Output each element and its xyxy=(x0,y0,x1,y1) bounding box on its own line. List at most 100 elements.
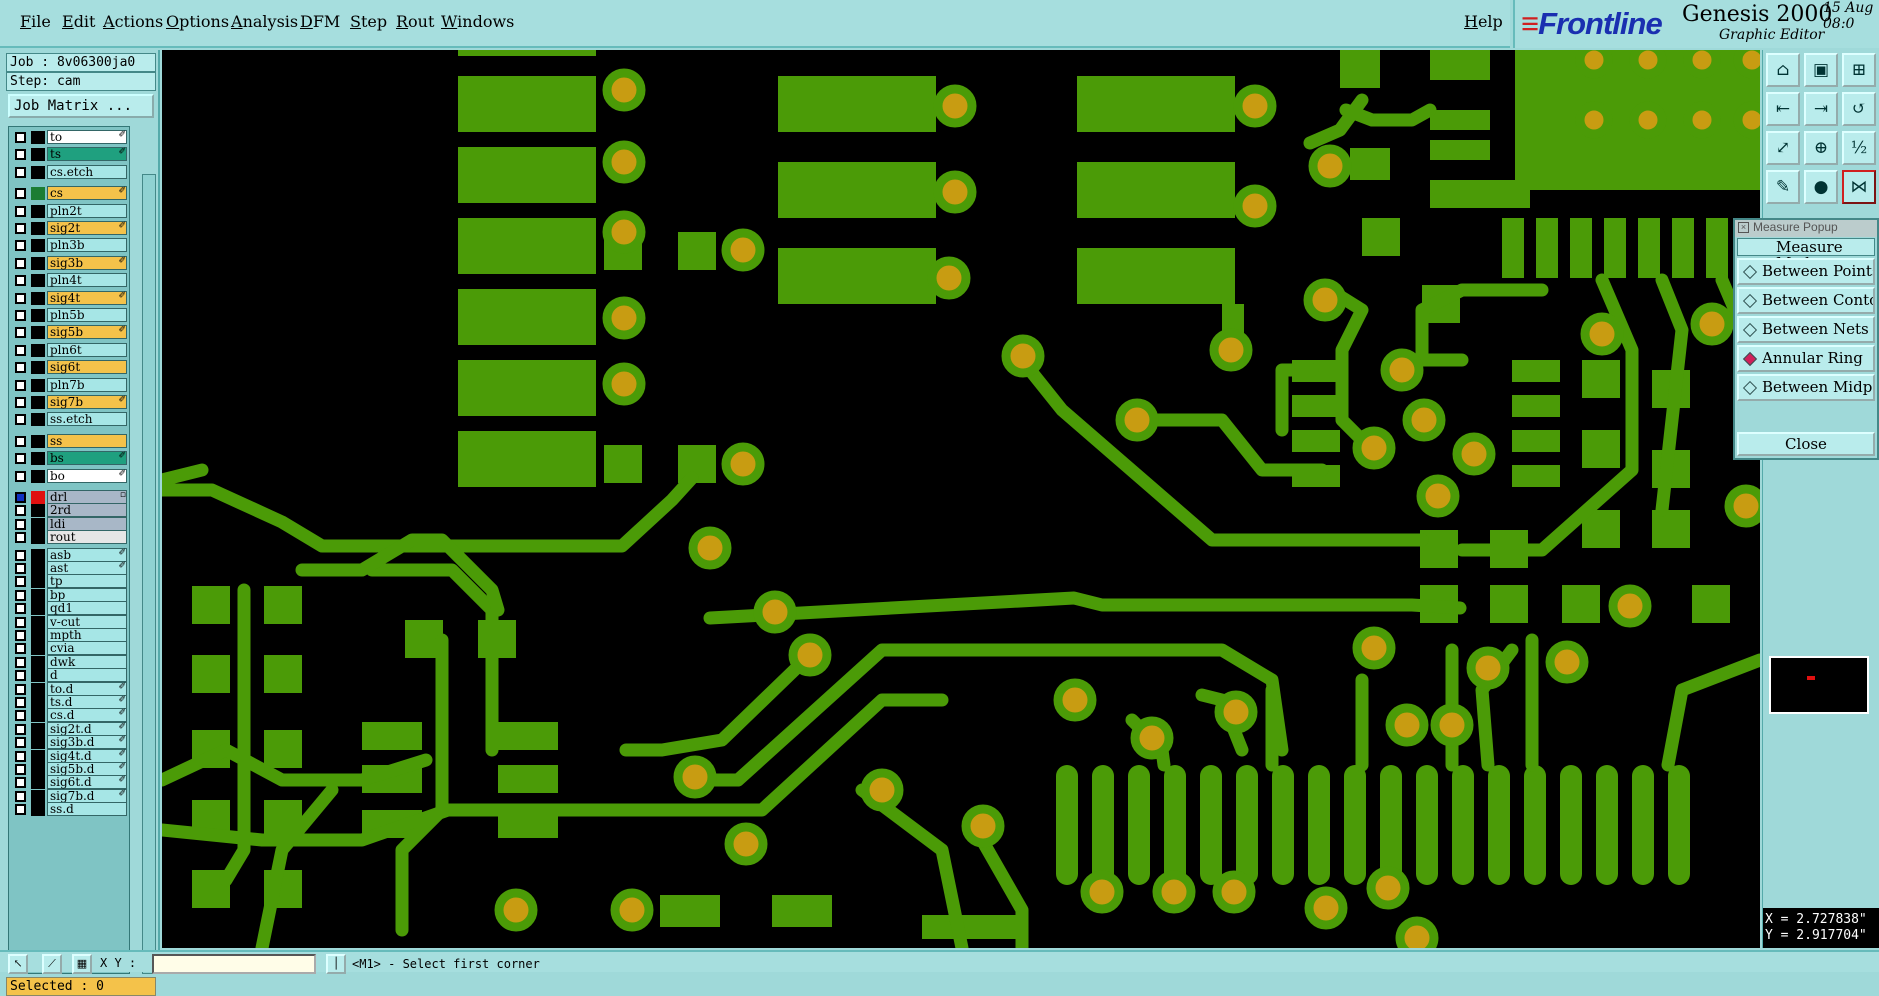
layer-name[interactable]: sig3b.d xyxy=(47,735,127,750)
pan-right-icon[interactable]: ⇥ xyxy=(1804,92,1838,126)
layer-name[interactable]: ss.etch xyxy=(47,412,127,427)
layer-name[interactable]: sig5b.d xyxy=(47,762,127,776)
layer-name[interactable]: sig2t xyxy=(47,221,127,235)
layer-checkbox[interactable] xyxy=(15,275,26,287)
layer-checkbox[interactable] xyxy=(15,205,26,217)
layer-checkbox[interactable] xyxy=(15,240,26,252)
zoom-home-icon[interactable]: ⌂ xyxy=(1766,53,1800,87)
layer-row-qd1[interactable]: qd1 xyxy=(11,601,129,616)
layer-row-sig2t.d[interactable]: sig2t.d✐ xyxy=(11,721,129,736)
layer-row-to[interactable]: to✐ xyxy=(11,130,129,144)
xy-input[interactable] xyxy=(152,954,316,974)
option-between-contours[interactable]: Between Contours xyxy=(1737,287,1875,314)
layer-name[interactable]: cs.etch xyxy=(47,164,127,179)
layer-checkbox[interactable] xyxy=(15,344,26,356)
layer-row-ss.d[interactable]: ss.d xyxy=(11,802,129,817)
layer-row-d[interactable]: d xyxy=(11,668,129,683)
layer-name[interactable]: 2rd xyxy=(47,503,127,518)
layer-row-sig3b.d[interactable]: sig3b.d✐ xyxy=(11,735,129,750)
layer-color-swatch[interactable] xyxy=(31,131,45,144)
layer-name[interactable]: pln3b xyxy=(47,238,127,253)
layer-row-pln3b[interactable]: pln3b xyxy=(11,238,129,253)
layer-checkbox[interactable] xyxy=(15,750,26,762)
undo-zoom-icon[interactable]: ↺ xyxy=(1842,92,1876,126)
layer-checkbox[interactable] xyxy=(15,670,26,682)
layer-checkbox[interactable] xyxy=(15,257,26,269)
layer-row-rout[interactable]: rout xyxy=(11,530,129,545)
select-tool-icon[interactable]: ↖ xyxy=(8,954,28,974)
menu-file[interactable]: File xyxy=(20,12,51,31)
layer-color-swatch[interactable] xyxy=(31,326,45,340)
layer-name[interactable]: v-cut xyxy=(47,614,127,629)
layer-row-cs[interactable]: cs✐ xyxy=(11,186,129,201)
layer-row-dwk[interactable]: dwk xyxy=(11,654,129,669)
layer-checkbox[interactable] xyxy=(15,492,26,503)
layer-row-cvia[interactable]: cvia xyxy=(11,641,129,656)
layer-row-pln4t[interactable]: pln4t xyxy=(11,273,129,288)
layer-color-swatch[interactable] xyxy=(31,615,45,629)
layer-color-swatch[interactable] xyxy=(31,736,45,750)
measure-icon[interactable]: ✎ xyxy=(1766,170,1800,204)
layer-row-sig6t[interactable]: sig6t xyxy=(11,360,129,375)
layer-checkbox[interactable] xyxy=(15,643,26,655)
scale-1-2-icon[interactable]: ½ xyxy=(1842,131,1876,165)
layer-row-pln7b[interactable]: pln7b xyxy=(11,377,129,392)
input-toggle-icon[interactable]: │ xyxy=(326,954,346,974)
layer-checkbox[interactable] xyxy=(15,804,26,816)
layer-checkbox[interactable] xyxy=(15,310,26,321)
layer-name[interactable]: sig4t.d xyxy=(47,748,127,763)
menu-step[interactable]: Step xyxy=(350,12,388,31)
layer-row-cs.d[interactable]: cs.d✐ xyxy=(11,708,129,723)
layer-name[interactable]: pln4t xyxy=(47,273,127,288)
layer-name[interactable]: to xyxy=(47,130,127,144)
layer-name[interactable]: ts.d xyxy=(47,695,127,709)
option-between-midpoints[interactable]: Between Midpoints xyxy=(1737,374,1875,401)
layer-checkbox[interactable] xyxy=(15,563,26,574)
layer-color-swatch[interactable] xyxy=(31,517,45,531)
layer-name[interactable]: cvia xyxy=(47,641,127,656)
zoom-window-icon[interactable]: ▣ xyxy=(1804,53,1838,87)
layer-checkbox[interactable] xyxy=(15,710,26,722)
layer-checkbox[interactable] xyxy=(15,132,26,143)
layer-name[interactable]: sig7b.d xyxy=(47,788,127,803)
layer-row-2rd[interactable]: 2rd xyxy=(11,503,129,518)
layer-name[interactable]: rout xyxy=(47,530,127,545)
layer-checkbox[interactable] xyxy=(15,518,26,530)
layer-name[interactable]: d xyxy=(47,668,127,683)
layer-color-swatch[interactable] xyxy=(31,452,45,466)
layer-color-swatch[interactable] xyxy=(31,602,45,616)
zoom-out-icon[interactable]: ⤢ xyxy=(1766,131,1800,165)
layer-checkbox[interactable] xyxy=(15,549,26,561)
layer-color-swatch[interactable] xyxy=(31,274,45,288)
layer-checkbox[interactable] xyxy=(15,397,26,408)
zoom-in-icon[interactable]: ⊕ xyxy=(1804,131,1838,165)
layer-color-swatch[interactable] xyxy=(31,413,45,427)
layer-color-swatch[interactable] xyxy=(31,434,45,448)
layer-checkbox[interactable] xyxy=(15,149,26,161)
layer-color-swatch[interactable] xyxy=(31,722,45,736)
layer-row-sig7b[interactable]: sig7b✐ xyxy=(11,395,129,409)
layer-checkbox[interactable] xyxy=(15,737,26,749)
layer-row-asb[interactable]: asb✐ xyxy=(11,547,129,562)
close-button[interactable]: Close xyxy=(1737,432,1875,456)
menu-help[interactable]: Help xyxy=(1464,12,1503,31)
layer-row-sig4t.d[interactable]: sig4t.d✐ xyxy=(11,748,129,763)
layer-checkbox[interactable] xyxy=(15,470,26,482)
layer-checkbox[interactable] xyxy=(15,435,26,447)
layer-row-sig5b.d[interactable]: sig5b.d✐ xyxy=(11,762,129,776)
line-tool-icon[interactable]: ⟋ xyxy=(42,954,62,974)
layer-name[interactable]: bs xyxy=(47,451,127,466)
layer-row-mpth[interactable]: mpth xyxy=(11,628,129,642)
layer-checkbox[interactable] xyxy=(15,576,26,588)
layer-color-swatch[interactable] xyxy=(31,491,45,504)
layer-color-swatch[interactable] xyxy=(31,655,45,669)
layer-color-swatch[interactable] xyxy=(31,187,45,201)
layer-name[interactable]: ldi xyxy=(47,516,127,531)
layer-name[interactable]: sig6t xyxy=(47,360,127,375)
layer-row-pln6t[interactable]: pln6t xyxy=(11,342,129,357)
menu-edit[interactable]: Edit xyxy=(62,12,96,31)
grid-tool-icon[interactable]: ▦ xyxy=(72,954,92,974)
layer-name[interactable]: pln7b xyxy=(47,377,127,392)
layer-row-tp[interactable]: tp xyxy=(11,574,129,589)
layer-row-to.d[interactable]: to.d✐ xyxy=(11,681,129,696)
